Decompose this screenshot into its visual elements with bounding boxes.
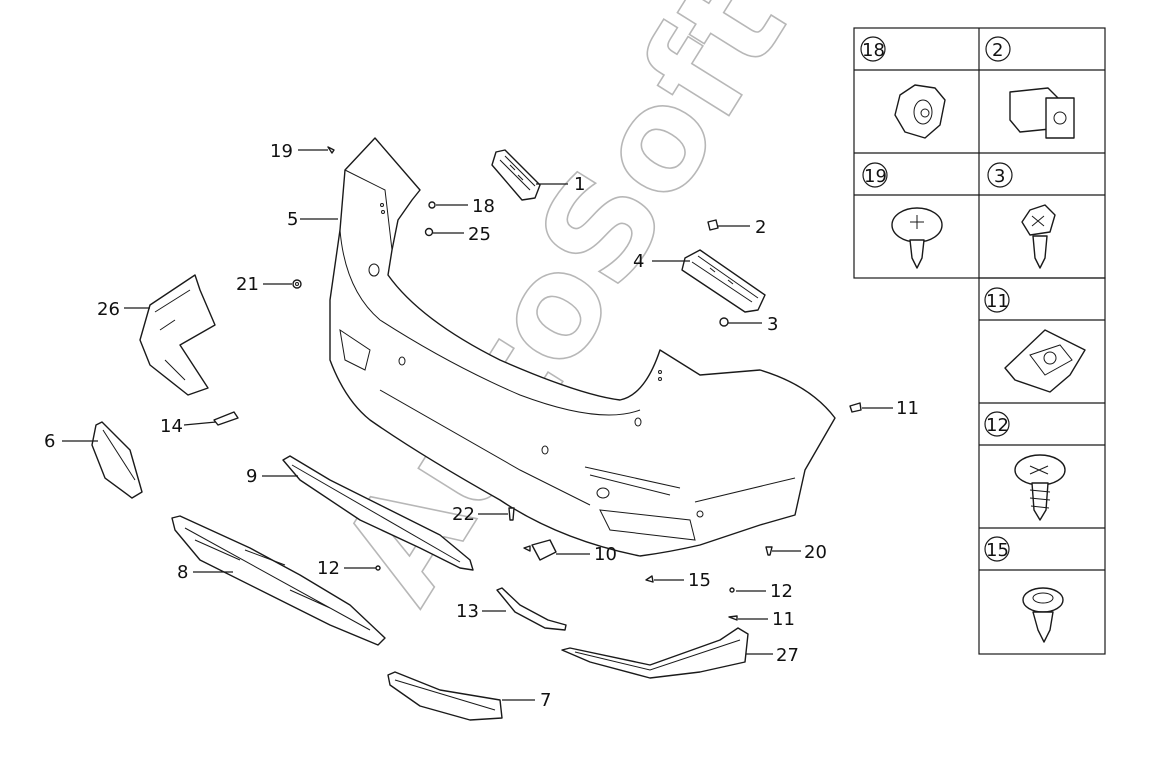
- callout-12-right: 12: [770, 581, 793, 602]
- callout-11-lower: 11: [772, 609, 795, 630]
- leader-lines: [62, 149, 893, 701]
- legend-cell-11: 11: [984, 287, 1086, 393]
- clip-11-upper[interactable]: [849, 402, 862, 413]
- callout-8: 8: [177, 562, 188, 583]
- clip-20[interactable]: [765, 546, 773, 556]
- clip-nut-small[interactable]: [707, 219, 719, 231]
- clip-14[interactable]: [213, 411, 239, 426]
- callout-3: 3: [767, 314, 778, 335]
- callout-20: 20: [804, 542, 827, 563]
- legend-label-11: 11: [986, 291, 1009, 312]
- lower-strip[interactable]: [282, 455, 474, 571]
- trim-strip[interactable]: [496, 587, 567, 631]
- clip-25[interactable]: [424, 227, 434, 237]
- lower-trim-right[interactable]: [561, 627, 749, 679]
- clip-nut-icon: [1009, 87, 1075, 139]
- callout-5: 5: [287, 209, 298, 230]
- clip-15[interactable]: [645, 575, 654, 583]
- legend-label-18: 18: [862, 40, 885, 61]
- screw-small[interactable]: [719, 317, 729, 327]
- clip-12-right[interactable]: [729, 587, 735, 593]
- clip-12-mid[interactable]: [375, 565, 381, 571]
- bumper-cover[interactable]: [329, 137, 836, 557]
- bracket-side[interactable]: [681, 249, 766, 313]
- legend-cell-19: 19: [862, 162, 943, 269]
- callout-21: 21: [236, 274, 259, 295]
- screw-12-icon: [1014, 454, 1066, 521]
- legend-label-12: 12: [986, 415, 1009, 436]
- clip-22[interactable]: [508, 507, 515, 521]
- callout-9: 9: [246, 466, 257, 487]
- legend-label-19: 19: [864, 166, 887, 187]
- callout-4: 4: [633, 251, 644, 272]
- legend-label-3: 3: [994, 166, 1005, 187]
- clip-11-icon: [1004, 329, 1086, 393]
- callout-13: 13: [456, 601, 479, 622]
- screw-19-icon: [891, 207, 943, 269]
- fastener-legend: 18 2 19: [853, 27, 1106, 655]
- callout-15: 15: [688, 570, 711, 591]
- callout-25: 25: [468, 224, 491, 245]
- cover-cap[interactable]: [523, 539, 557, 561]
- clip-15-icon: [1022, 587, 1064, 643]
- clip-11-lower[interactable]: [728, 615, 738, 621]
- side-bracket-left[interactable]: [139, 274, 216, 396]
- legend-cell-12: 12: [984, 411, 1066, 521]
- callout-26: 26: [97, 299, 120, 320]
- lower-grille[interactable]: [171, 515, 386, 646]
- legend-cell-15: 15: [984, 536, 1064, 643]
- callout-labels: 1 2 3 4 5 6 7 8 9 10 11 11 12 12 13 14 1…: [44, 141, 919, 711]
- callout-22: 22: [452, 504, 475, 525]
- callout-6: 6: [44, 431, 55, 452]
- callout-14: 14: [160, 416, 183, 437]
- callout-7: 7: [540, 690, 551, 711]
- callout-27: 27: [776, 645, 799, 666]
- clip-18[interactable]: [428, 201, 436, 209]
- screw-19[interactable]: [327, 146, 335, 154]
- callout-2: 2: [755, 217, 766, 238]
- legend-label-15: 15: [986, 540, 1009, 561]
- callout-18: 18: [472, 196, 495, 217]
- legend-label-2: 2: [992, 40, 1003, 61]
- legend-cell-3: 3: [987, 162, 1056, 269]
- legend-cell-2: 2: [985, 36, 1075, 139]
- callout-12-mid: 12: [317, 558, 340, 579]
- callout-10: 10: [594, 544, 617, 565]
- callout-1: 1: [574, 174, 585, 195]
- clip-18-icon: [894, 84, 946, 139]
- bracket-upper[interactable]: [491, 149, 541, 201]
- legend-cell-18: 18: [860, 36, 946, 139]
- callout-19: 19: [270, 141, 293, 162]
- grommet-21[interactable]: [292, 279, 302, 289]
- reflector-lower[interactable]: [387, 671, 503, 721]
- callout-11-upper: 11: [896, 398, 919, 419]
- reflector-left[interactable]: [91, 421, 143, 499]
- screw-3-icon: [1021, 204, 1056, 269]
